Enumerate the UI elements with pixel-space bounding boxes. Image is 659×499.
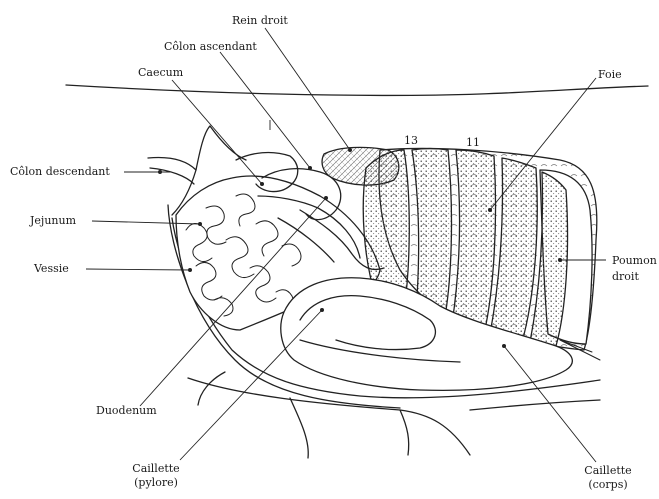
label-caecum: Caecum bbox=[138, 66, 183, 79]
label-poumon-droit-line2: droit bbox=[612, 270, 639, 283]
label-rib-11: 11 bbox=[466, 136, 480, 149]
leader-rein-droit bbox=[265, 28, 350, 150]
label-rein-droit: Rein droit bbox=[232, 14, 288, 27]
label-colon-descendant: Côlon descendant bbox=[10, 165, 110, 178]
label-vessie: Vessie bbox=[34, 262, 69, 275]
label-caillette-corps-line1: Caillette bbox=[578, 464, 638, 477]
label-caillette-pylore-line2: (pylore) bbox=[126, 476, 186, 489]
label-caillette-pylore-line1: Caillette bbox=[126, 462, 186, 475]
leader-vessie bbox=[86, 269, 190, 270]
label-jejunum: Jejunum bbox=[30, 214, 76, 227]
label-colon-ascendant: Côlon ascendant bbox=[164, 40, 257, 53]
label-poumon-droit-line1: Poumon bbox=[612, 254, 657, 267]
leader-caillette-pylore bbox=[180, 310, 322, 460]
leader-caecum-1 bbox=[172, 80, 262, 184]
back-outline bbox=[66, 85, 648, 95]
label-caillette-corps-line2: (corps) bbox=[578, 478, 638, 491]
label-rib-13: 13 bbox=[404, 134, 418, 147]
label-foie: Foie bbox=[598, 68, 622, 81]
label-duodenum: Duodenum bbox=[96, 404, 157, 417]
